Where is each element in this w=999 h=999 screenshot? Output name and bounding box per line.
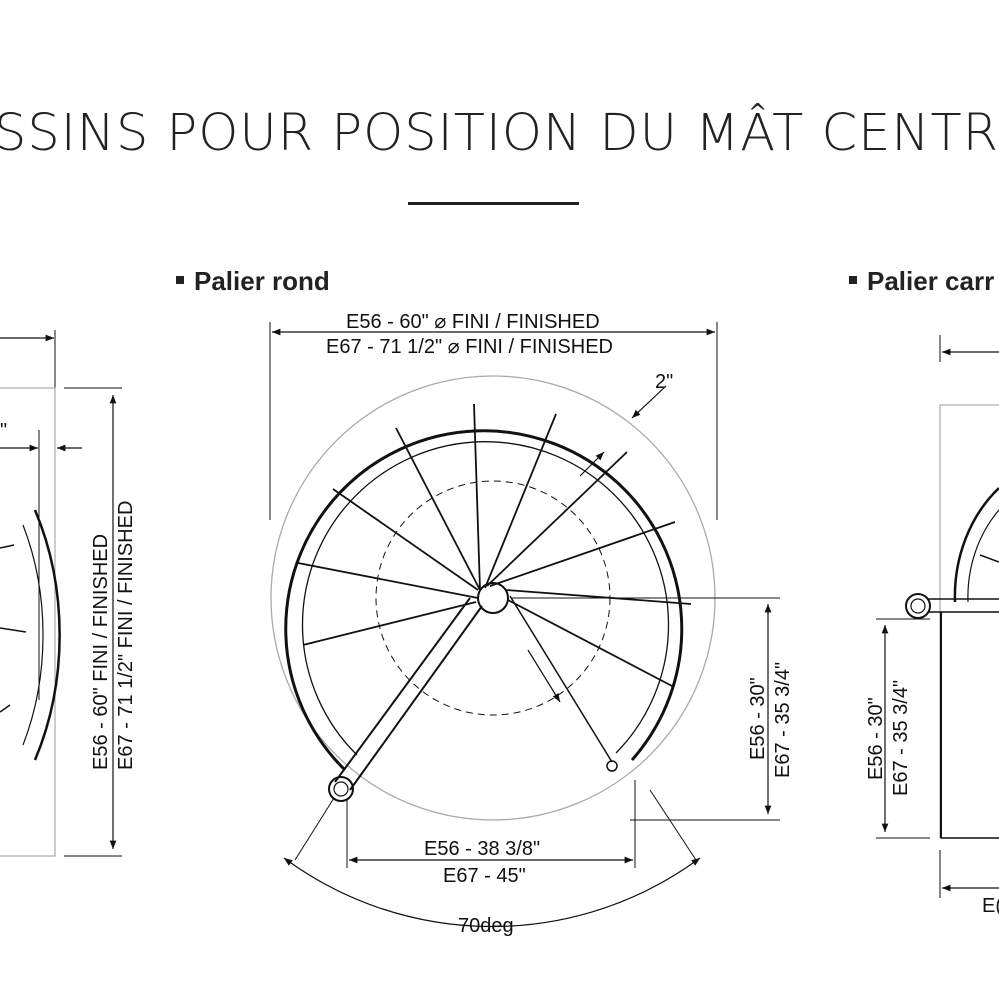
width-label: E67 - 45": [443, 865, 526, 887]
round-stair-drawing: [269, 322, 780, 928]
left-stair-drawing: [0, 330, 122, 857]
section-label: Palier rond: [194, 266, 330, 296]
dimension-label: ": [0, 420, 7, 442]
dimension-label: E67 - 71 1/2" FINI / FINISHED: [115, 501, 137, 770]
section-label: Palier carr: [867, 266, 995, 296]
section-heading-square: Palier carr: [849, 266, 994, 297]
bullet-icon: [176, 276, 184, 285]
offset-label: E67 - 35 3/4": [890, 680, 912, 796]
diameter-label: E67 - 71 1/2" ⌀ FINI / FINISHED: [326, 336, 613, 358]
page-title: SSINS POUR POSITION DU MÂT CENTR: [0, 104, 999, 163]
square-stair-drawing: [876, 335, 999, 898]
bullet-icon: [849, 276, 857, 285]
offset-label: E56 - 30": [865, 697, 887, 780]
offset-label: E56 - 30": [747, 677, 769, 760]
offset-label: E67 - 35 3/4": [772, 662, 794, 778]
dimension-label: E56 - 60" FINI / FINISHED: [90, 534, 112, 770]
section-heading-round: Palier rond: [176, 266, 330, 297]
title-underline: [408, 202, 579, 205]
angle-label: 70deg: [458, 915, 514, 937]
dimension-label: E(: [982, 895, 999, 917]
diameter-label: E56 - 60" ⌀ FINI / FINISHED: [346, 311, 600, 333]
width-label: E56 - 38 3/8": [424, 838, 540, 860]
gap-label: 2": [655, 371, 673, 393]
